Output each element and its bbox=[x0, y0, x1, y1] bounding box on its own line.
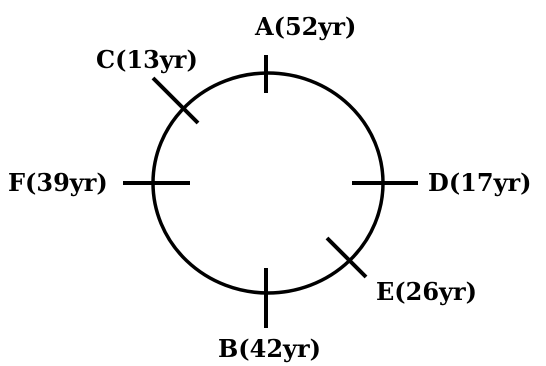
seat-a-label: A(52yr) bbox=[254, 12, 356, 41]
seat-b-label: B(42yr) bbox=[218, 334, 321, 363]
seat-c-label: C(13yr) bbox=[96, 45, 198, 74]
seat-e-label: E(26yr) bbox=[376, 277, 477, 306]
seat-d-label: D(17yr) bbox=[428, 168, 532, 197]
seat-f-label: F(39yr) bbox=[8, 168, 108, 197]
seat-c-marker bbox=[151, 76, 200, 125]
seat-e-marker bbox=[325, 236, 368, 279]
